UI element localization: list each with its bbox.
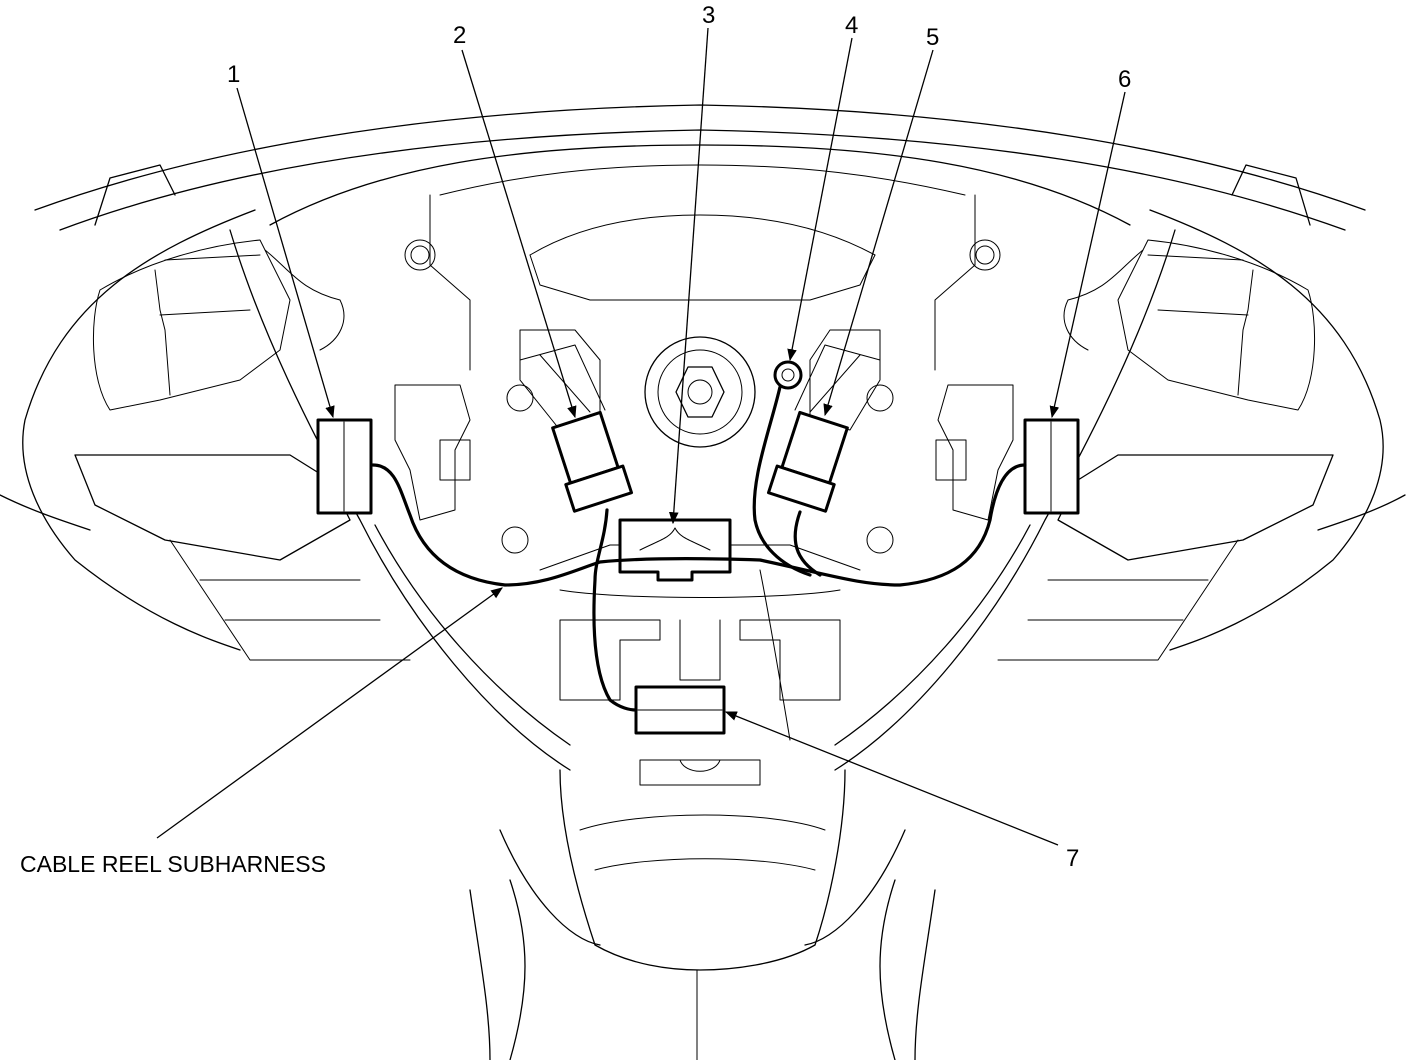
callout-5: 5 xyxy=(926,24,939,51)
connector-2 xyxy=(551,410,634,513)
connector-5 xyxy=(766,410,849,513)
ground-terminal-4 xyxy=(773,360,803,390)
callout-4: 4 xyxy=(845,12,858,39)
leader-7 xyxy=(724,711,1059,846)
callout-2: 2 xyxy=(453,22,466,49)
connector-3 xyxy=(618,518,732,582)
leader-2 xyxy=(461,49,577,419)
callout-3: 3 xyxy=(702,2,715,29)
leader-5 xyxy=(823,49,934,417)
callout-7: 7 xyxy=(1066,845,1079,872)
connectors xyxy=(316,344,1080,735)
airbag-housing xyxy=(269,144,1131,786)
steering-wheel-outline xyxy=(0,104,1406,1060)
cable-reel-subharness xyxy=(371,385,1027,712)
leader-lines xyxy=(156,27,1126,846)
leader-1 xyxy=(236,87,335,419)
leader-6 xyxy=(1049,91,1126,419)
leader-3 xyxy=(668,27,709,525)
callout-6: 6 xyxy=(1118,66,1131,93)
leader-subharness xyxy=(156,587,503,839)
leader-4 xyxy=(787,37,853,362)
cable-reel-subharness-label: CABLE REEL SUBHARNESS xyxy=(20,851,326,877)
callout-1: 1 xyxy=(227,61,240,88)
callouts: 1 2 3 4 5 6 7 CABLE REEL SUBHARNESS xyxy=(20,2,1131,877)
